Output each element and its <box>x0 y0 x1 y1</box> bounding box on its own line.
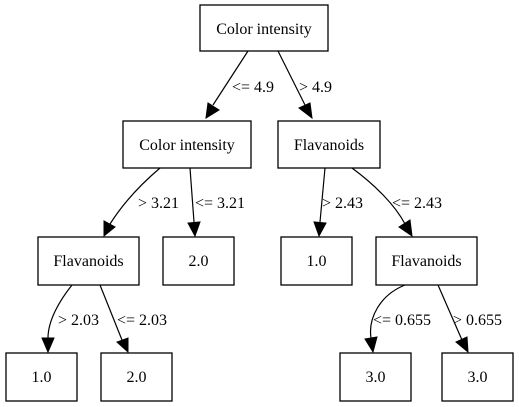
edge-right-right-to-leaf-2: > 0.655 <box>437 284 502 354</box>
leaf-left-left-right-label: 2.0 <box>127 369 147 386</box>
node-left-left-label: Flavanoids <box>53 253 123 270</box>
node-left-right-label: 2.0 <box>189 253 209 270</box>
node-left-left: Flavanoids <box>37 236 140 286</box>
edge-root-to-right: > 4.9 <box>277 50 332 120</box>
edge-right-to-right-left: > 2.43 <box>313 167 363 238</box>
node-right-label: Flavanoids <box>294 137 364 154</box>
node-right-right: Flavanoids <box>375 236 478 286</box>
edge-left-to-left-left: > 3.21 <box>103 167 179 238</box>
leaf-left-left-right: 2.0 <box>100 352 173 402</box>
edge-left-left-to-leaf-2: <= 2.03 <box>99 284 167 354</box>
edge-label-left-left: > 3.21 <box>138 195 179 212</box>
node-right-left-label: 1.0 <box>307 253 327 270</box>
edge-label-left-left-right: <= 2.03 <box>117 312 167 329</box>
node-root: Color intensity <box>199 4 329 52</box>
edge-right-right-to-leaf-1: <= 0.655 <box>364 284 431 354</box>
edge-label-root-right: > 4.9 <box>299 79 332 96</box>
leaf-right-right-right: 3.0 <box>441 352 514 402</box>
edge-label-right-left: > 2.43 <box>322 195 363 212</box>
leaf-right-right-right-label: 3.0 <box>468 369 488 386</box>
edge-root-to-left: <= 4.9 <box>205 50 274 119</box>
node-root-label: Color intensity <box>216 21 312 38</box>
edge-label-right-right: <= 2.43 <box>392 195 442 212</box>
node-left-label: Color intensity <box>139 137 235 154</box>
leaf-right-right-left-label: 3.0 <box>366 369 386 386</box>
edge-left-left-to-leaf-1: > 2.03 <box>41 284 99 354</box>
edge-label-root-left: <= 4.9 <box>232 79 274 96</box>
edge-label-right-right-left: <= 0.655 <box>373 312 431 329</box>
edge-label-left-left-left: > 2.03 <box>58 312 99 329</box>
edge-right-to-right-right: <= 2.43 <box>351 167 442 238</box>
edge-label-left-right: <= 3.21 <box>195 195 245 212</box>
node-right-left: 1.0 <box>280 236 353 286</box>
node-right: Flavanoids <box>277 120 381 169</box>
edge-label-right-right-right: > 0.655 <box>453 312 502 329</box>
leaf-left-left-left-label: 1.0 <box>32 369 52 386</box>
leaf-right-right-left: 3.0 <box>339 352 412 402</box>
leaf-left-left-left: 1.0 <box>5 352 78 402</box>
node-left: Color intensity <box>122 120 252 169</box>
node-left-right: 2.0 <box>162 236 235 286</box>
node-right-right-label: Flavanoids <box>391 253 461 270</box>
edge-left-to-left-right: <= 3.21 <box>187 167 245 238</box>
